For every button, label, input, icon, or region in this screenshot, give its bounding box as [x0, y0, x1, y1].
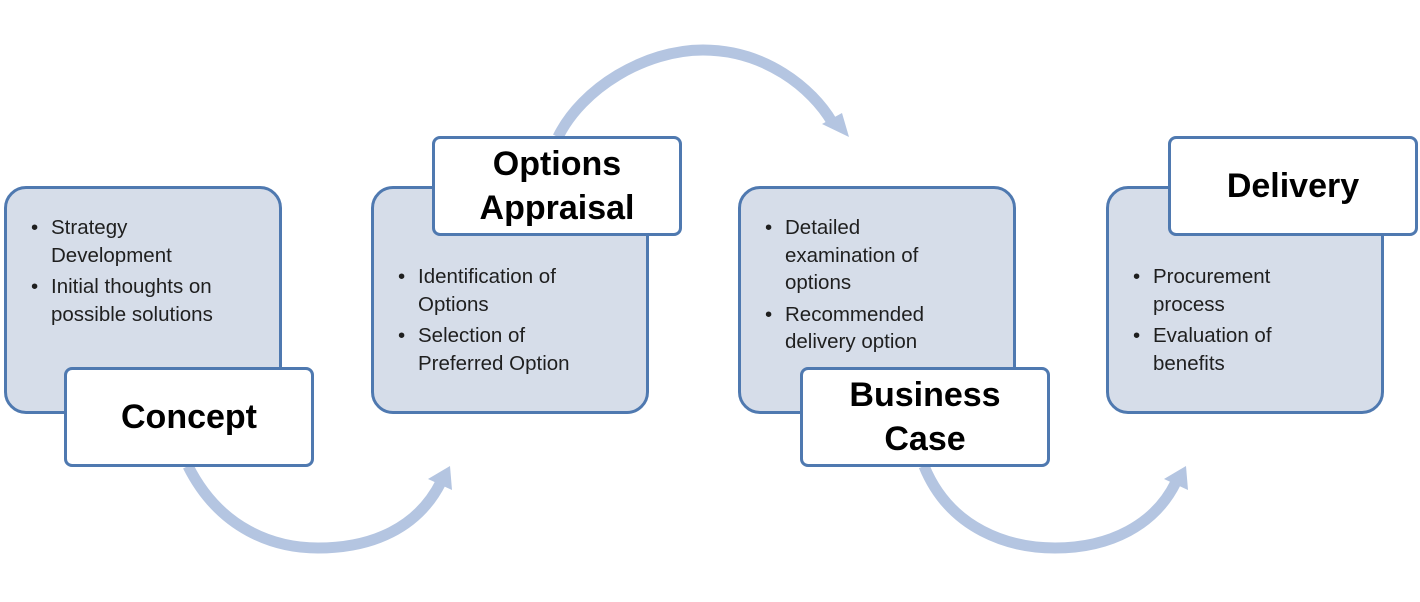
options-bullet-1: Identification of Options — [398, 263, 632, 318]
delivery-bullet-list: Procurement process Evaluation of benefi… — [1133, 263, 1367, 381]
business-title-line-2: Case — [884, 420, 966, 458]
arrow-business-to-delivery — [918, 463, 1181, 554]
options-title-box: Options Appraisal — [432, 136, 682, 236]
business-title-box: Business Case — [800, 367, 1050, 467]
delivery-bullet-2: Evaluation of benefits — [1133, 322, 1367, 377]
delivery-title-box: Delivery — [1168, 136, 1418, 236]
delivery-title: Delivery — [1226, 167, 1360, 205]
arrowhead-3 — [1164, 466, 1188, 490]
options-title-line-2: Appraisal — [479, 189, 635, 227]
arrow-concept-to-options — [183, 463, 446, 554]
concept-title-box: Concept — [64, 367, 314, 467]
concept-bullet-1: Strategy Development — [31, 214, 265, 269]
delivery-bullet-1: Procurement process — [1133, 263, 1367, 318]
options-bullet-list: Identification of Options Selection of P… — [398, 263, 632, 381]
business-title-line-1: Business — [849, 376, 1001, 414]
options-bullet-2: Selection of Preferred Option — [398, 322, 632, 377]
arrowhead-2 — [822, 113, 849, 137]
concept-bullet-list: Strategy Development Initial thoughts on… — [31, 214, 265, 332]
concept-title: Concept — [121, 398, 257, 436]
options-title-line-1: Options — [492, 145, 622, 183]
business-bullet-2: Recommended delivery option — [765, 301, 999, 356]
arrowhead-1 — [428, 466, 452, 490]
business-bullet-1: Detailed examination of options — [765, 214, 999, 297]
concept-bullet-2: Initial thoughts on possible solutions — [31, 273, 265, 328]
arrow-options-to-business — [553, 44, 837, 140]
business-bullet-list: Detailed examination of options Recommen… — [765, 214, 999, 360]
